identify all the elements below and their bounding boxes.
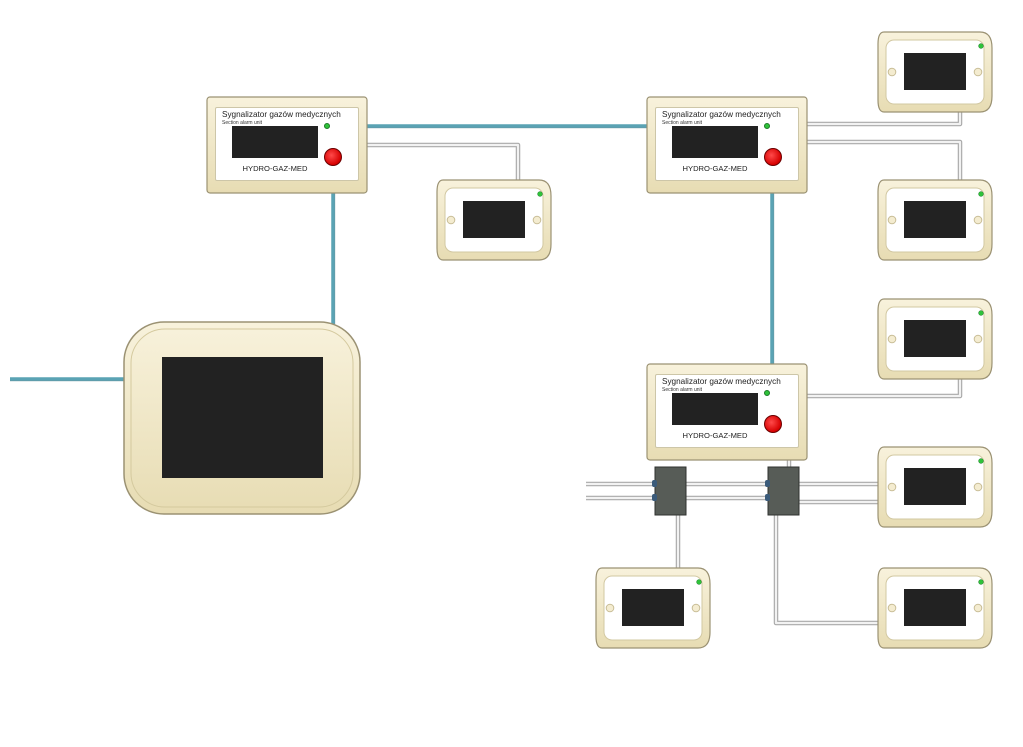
section-alarm-unit-1: Sygnalizator gazów medycznych Section al… <box>207 97 367 193</box>
status-led-icon <box>324 123 330 129</box>
alarm-unit-subtitle: Section alarm unit <box>662 387 703 393</box>
status-led-icon <box>764 123 770 129</box>
alarm-button-icon[interactable] <box>764 415 782 433</box>
junction-box-left <box>652 466 687 516</box>
status-led-icon <box>764 390 770 396</box>
alarm-unit-display <box>672 393 758 425</box>
blue-bus-cables <box>10 124 774 381</box>
alarm-unit-faceplate: Sygnalizator gazów medycznych Section al… <box>655 107 799 181</box>
main-panel-screen <box>162 357 323 478</box>
repeater-panels <box>436 31 993 649</box>
repeater-panel-4 <box>877 298 993 380</box>
alarm-unit-brand: HYDRO-GAZ-MED <box>682 164 748 173</box>
alarm-unit-display <box>232 126 318 158</box>
status-led-icon <box>978 310 984 316</box>
status-led-icon <box>978 579 984 585</box>
repeater-panel-5 <box>877 446 993 528</box>
status-led-icon <box>696 579 702 585</box>
repeater-panel-6 <box>877 567 993 649</box>
status-led-icon <box>978 458 984 464</box>
status-led-icon <box>537 191 543 197</box>
alarm-unit-brand: HYDRO-GAZ-MED <box>242 164 308 173</box>
alarm-unit-display <box>672 126 758 158</box>
alarm-unit-title: Sygnalizator gazów medycznych <box>662 377 781 386</box>
repeater-panel-2 <box>877 31 993 113</box>
section-alarm-unit-2: Sygnalizator gazów medycznych Section al… <box>647 97 807 193</box>
repeater-panel-1 <box>436 179 552 261</box>
alarm-unit-subtitle: Section alarm unit <box>662 120 703 126</box>
main-central-panel <box>123 321 361 515</box>
alarm-unit-title: Sygnalizator gazów medycznych <box>662 110 781 119</box>
repeater-panel-3 <box>877 179 993 261</box>
alarm-unit-subtitle: Section alarm unit <box>222 120 263 126</box>
junction-box-right <box>765 466 800 516</box>
status-led-icon <box>978 191 984 197</box>
alarm-unit-faceplate: Sygnalizator gazów medycznych Section al… <box>655 374 799 448</box>
status-led-icon <box>978 43 984 49</box>
section-alarm-unit-3: Sygnalizator gazów medycznych Section al… <box>647 364 807 460</box>
alarm-button-icon[interactable] <box>324 148 342 166</box>
repeater-panel-7 <box>595 567 711 649</box>
alarm-unit-title: Sygnalizator gazów medycznych <box>222 110 341 119</box>
alarm-unit-brand: HYDRO-GAZ-MED <box>682 431 748 440</box>
alarm-button-icon[interactable] <box>764 148 782 166</box>
alarm-unit-faceplate: Sygnalizator gazów medycznych Section al… <box>215 107 359 181</box>
